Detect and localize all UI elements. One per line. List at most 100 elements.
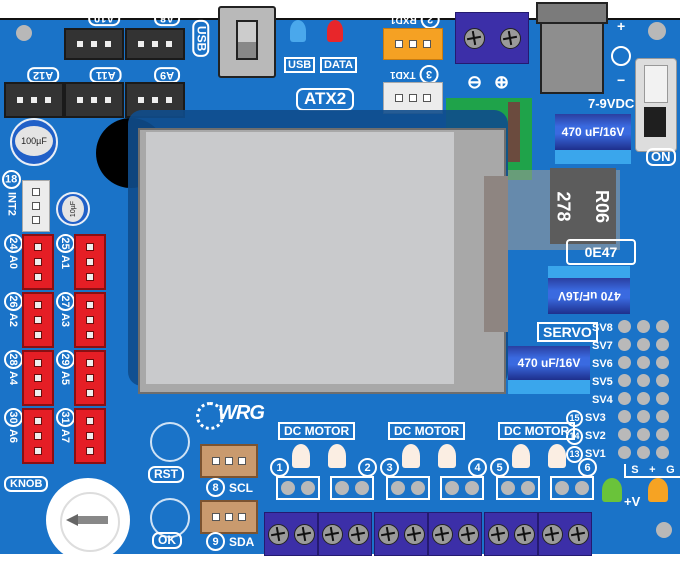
port-a4[interactable] <box>22 350 54 406</box>
screw-icon <box>457 523 479 545</box>
usb-label: USB <box>192 19 210 58</box>
label-a11: A11 <box>90 67 122 84</box>
screw-icon <box>487 523 509 545</box>
servo-port-pins[interactable] <box>618 356 669 369</box>
vplus-label: +V <box>624 494 641 509</box>
motor-terminal[interactable] <box>538 512 592 556</box>
dc-motor-title: DC MOTOR <box>498 422 576 440</box>
motor-terminal[interactable] <box>318 512 372 556</box>
port-a3[interactable] <box>74 292 106 348</box>
motor-num-right: 2 <box>358 458 377 477</box>
screw-icon <box>267 523 289 545</box>
motor-direction-led <box>548 444 566 468</box>
motor-num-left: 5 <box>490 458 509 477</box>
dc-jack[interactable] <box>540 22 604 94</box>
dc-motor-title: DC MOTOR <box>388 422 466 440</box>
sda-port[interactable] <box>200 500 258 534</box>
mount-hole <box>656 522 672 538</box>
rxd-text: RXD1 <box>390 14 417 25</box>
servo-port-pins[interactable] <box>618 392 669 405</box>
servo-port-pins[interactable] <box>618 446 669 459</box>
regulator-line2: R06 <box>591 189 612 223</box>
analog-port-num: 24 <box>4 234 23 253</box>
port-a1[interactable] <box>74 234 106 290</box>
servo-port-pins[interactable] <box>618 374 669 387</box>
analog-port-num: 29 <box>56 350 75 369</box>
capacitor-470uf-mid: 470 uF/16V <box>548 278 630 314</box>
motor-terminal[interactable] <box>374 512 428 556</box>
servo-port-row: SV6 <box>592 356 613 372</box>
capacitor-10uf: 10µF <box>56 192 90 226</box>
port-a7[interactable] <box>74 408 106 464</box>
power-terminal[interactable] <box>455 12 529 64</box>
power-switch[interactable] <box>635 58 677 152</box>
port-a11[interactable] <box>64 82 124 118</box>
rst-button[interactable] <box>150 422 190 462</box>
motor-pads <box>276 476 320 500</box>
servo-port-row: SV5 <box>592 374 613 390</box>
usb-led-label: USB <box>284 57 316 73</box>
knob-dial[interactable] <box>46 478 130 562</box>
knob-label: KNOB <box>4 476 49 493</box>
motor-num-left: 1 <box>270 458 289 477</box>
port-a10[interactable] <box>64 28 124 60</box>
cap-label: 470 uF/16V <box>517 356 581 370</box>
motor-num-right: 4 <box>468 458 487 477</box>
voltage-label: 7-9VDC <box>588 96 635 111</box>
int2-port[interactable] <box>22 180 50 232</box>
port-a5[interactable] <box>74 350 106 406</box>
motor-terminal[interactable] <box>484 512 538 556</box>
port-a6[interactable] <box>22 408 54 464</box>
port-a12[interactable] <box>4 82 64 118</box>
analog-port-num: 26 <box>4 292 23 311</box>
servo-port-pins[interactable] <box>618 410 669 423</box>
cap-label: 10µF <box>62 196 84 222</box>
analog-port-num: 28 <box>4 350 23 369</box>
servo-port-num: 13 <box>566 445 583 463</box>
brand-logo: WRG <box>218 402 265 424</box>
motor-pads <box>440 476 484 500</box>
txd-port[interactable] <box>383 82 443 114</box>
motor-direction-led <box>438 444 456 468</box>
ok-button[interactable] <box>150 498 190 538</box>
scl-num: 8 <box>206 478 225 497</box>
int2-label: 18 INT2 <box>2 170 21 216</box>
port-a8[interactable] <box>125 28 185 60</box>
jack-plus-label: + <box>617 18 626 34</box>
board-name-label: ATX2 <box>296 88 355 111</box>
port-a0[interactable] <box>22 234 54 290</box>
motor-pads <box>496 476 540 500</box>
lcd-screen[interactable] <box>146 132 454 384</box>
motor-num-left: 3 <box>380 458 399 477</box>
scl-port[interactable] <box>200 444 258 478</box>
motor-direction-led <box>328 444 346 468</box>
servo-port-pins[interactable] <box>618 338 669 351</box>
int2-num: 18 <box>2 170 21 189</box>
servo-port-pins[interactable] <box>618 320 669 333</box>
servo-port-row: SV4 <box>592 392 613 408</box>
cap-label: 100µF <box>15 126 53 156</box>
motor-terminal[interactable] <box>264 512 318 556</box>
screw-icon <box>463 27 485 49</box>
int2-text: INT2 <box>5 192 18 216</box>
motor-num-right: 6 <box>578 458 597 477</box>
rxd-port[interactable] <box>383 28 443 60</box>
port-a2[interactable] <box>22 292 54 348</box>
rst-label: RST <box>148 466 184 484</box>
label-a8: A8 <box>154 10 181 27</box>
motor-direction-led <box>402 444 420 468</box>
screw-icon <box>403 523 425 545</box>
servo-port-pins[interactable] <box>618 428 669 441</box>
data-led <box>327 20 343 42</box>
screw-icon <box>377 523 399 545</box>
usb-connector[interactable] <box>218 6 276 78</box>
analog-port-text: A3 <box>59 312 72 328</box>
motor-terminal[interactable] <box>428 512 482 556</box>
servo-columns: S + G <box>624 464 680 478</box>
